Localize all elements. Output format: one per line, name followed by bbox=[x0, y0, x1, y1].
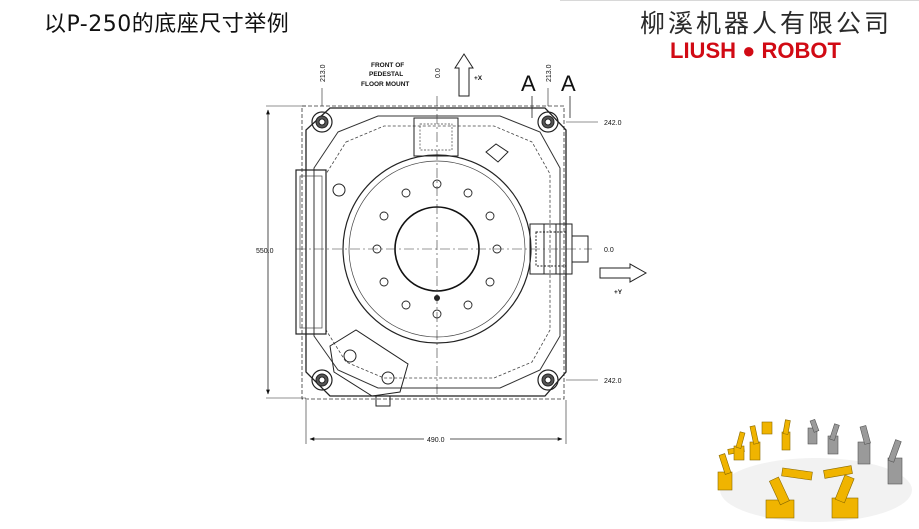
bolt-circle bbox=[372, 179, 502, 319]
header-rule bbox=[560, 0, 919, 1]
dim-right-lower: 242.0 bbox=[604, 378, 622, 385]
company-name-cn: 柳溪机器人有限公司 bbox=[640, 9, 893, 38]
mount-bolt-bottom-left bbox=[311, 369, 333, 391]
dim-height: 550.0 bbox=[256, 248, 274, 255]
robot-arms-illustration bbox=[717, 418, 912, 522]
top-connector bbox=[413, 117, 459, 157]
pedestal-body-inner bbox=[313, 115, 561, 389]
dim-left-top: 213.0 bbox=[320, 64, 327, 82]
plus-x-arrow bbox=[454, 53, 474, 97]
dim-right-center: 0.0 bbox=[604, 247, 614, 254]
dim-center-top: 0.0 bbox=[435, 68, 442, 78]
section-a-left: A bbox=[521, 71, 536, 96]
base-dashed-outline bbox=[301, 105, 565, 400]
svg-text:+X: +X bbox=[474, 75, 483, 82]
dim-width: 490.0 bbox=[427, 437, 445, 444]
svg-text:FLOOR MOUNT: FLOOR MOUNT bbox=[361, 81, 409, 88]
mount-bolt-bottom-right bbox=[537, 369, 559, 391]
dim-right-top: 213.0 bbox=[546, 64, 553, 82]
pedestal-body-outline bbox=[305, 107, 567, 397]
plus-y-arrow bbox=[599, 263, 648, 283]
svg-text:+Y: +Y bbox=[614, 289, 623, 296]
mount-bolt-top-left bbox=[311, 111, 333, 133]
company-logo-en: LIUSH ● ROBOT bbox=[670, 38, 841, 63]
bottom-left-bracket bbox=[329, 329, 409, 397]
svg-text:PEDESTAL: PEDESTAL bbox=[369, 71, 403, 78]
dim-right-upper: 242.0 bbox=[604, 120, 622, 127]
svg-text:FRONT OF: FRONT OF bbox=[371, 62, 404, 69]
slide-title: 以P-250的底座尺寸举例 bbox=[44, 12, 290, 37]
left-side-panel bbox=[295, 169, 327, 335]
section-a-right: A bbox=[561, 71, 576, 96]
mount-bolt-top-right bbox=[537, 111, 559, 133]
